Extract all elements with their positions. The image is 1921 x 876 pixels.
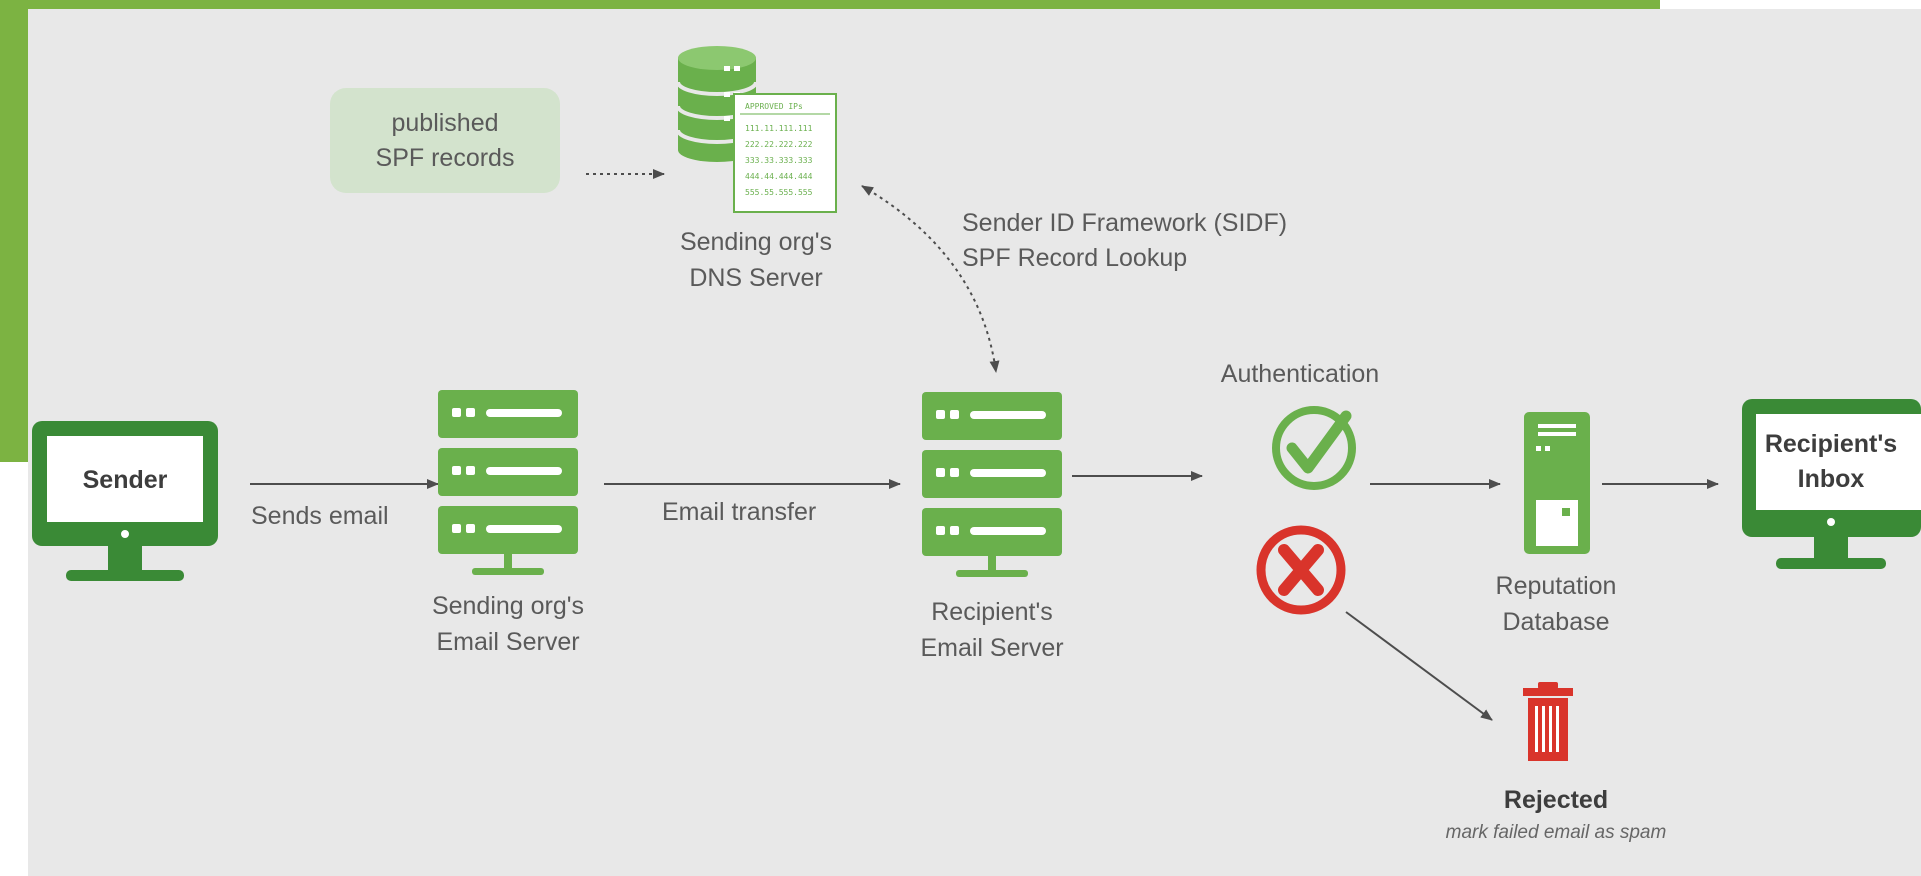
- recipient-email-server-icon: [922, 392, 1062, 577]
- approved-ip-row: 222.22.222.222: [745, 140, 813, 149]
- approved-ip-row: 333.33.333.333: [745, 156, 813, 165]
- sending-email-server-icon: [438, 390, 578, 575]
- diagram-background: [28, 8, 1921, 876]
- inbox-label-line2: Inbox: [1798, 465, 1865, 493]
- reputation-label-line2: Database: [1502, 608, 1609, 636]
- approved-ip-row: 555.55.555.555: [745, 188, 813, 197]
- approved-ip-row: 111.11.111.111: [745, 124, 813, 133]
- spf-bubble-line1: published: [391, 109, 498, 137]
- email-transfer-label: Email transfer: [662, 498, 816, 526]
- x-mark-icon: [1256, 525, 1346, 615]
- reputation-server-icon: [1524, 412, 1590, 554]
- rejected-title: Rejected: [1504, 786, 1608, 814]
- corner-tab: [1660, 0, 1921, 9]
- sidf-label-line1: Sender ID Framework (SIDF): [962, 209, 1287, 237]
- authentication-label: Authentication: [1221, 360, 1379, 388]
- sending-server-label-line1: Sending org's: [432, 592, 584, 620]
- spf-records-bubble: published SPF records: [330, 88, 560, 193]
- approved-ips-header: APPROVED IPs: [745, 102, 803, 111]
- sending-server-label-line2: Email Server: [436, 628, 579, 656]
- sidf-label-line2: SPF Record Lookup: [962, 244, 1187, 272]
- document-icon: APPROVED IPs 111.11.111.111 222.22.222.2…: [733, 93, 837, 213]
- approved-ip-row: 444.44.444.444: [745, 172, 813, 181]
- rejected-subtitle: mark failed email as spam: [1446, 822, 1667, 843]
- accent-bar-top: [0, 0, 1660, 9]
- inbox-monitor-icon: [1742, 399, 1921, 569]
- trash-icon: [1523, 682, 1573, 761]
- inbox-label-line1: Recipient's: [1765, 430, 1897, 458]
- to-rejected-arrow: [1345, 611, 1493, 721]
- checkmark-icon: [1272, 406, 1356, 490]
- sends-email-label: Sends email: [251, 502, 389, 530]
- accent-bar-left: [0, 0, 28, 462]
- dns-server-label-line1: Sending org's: [680, 228, 832, 256]
- recipient-server-label-line1: Recipient's: [931, 598, 1053, 626]
- dns-server-label-line2: DNS Server: [689, 264, 822, 292]
- recipient-server-label-line2: Email Server: [920, 634, 1063, 662]
- reputation-label-line1: Reputation: [1496, 572, 1617, 600]
- sender-label: Sender: [83, 466, 168, 494]
- sender-monitor-icon: [32, 421, 218, 581]
- spf-bubble-line2: SPF records: [376, 144, 515, 172]
